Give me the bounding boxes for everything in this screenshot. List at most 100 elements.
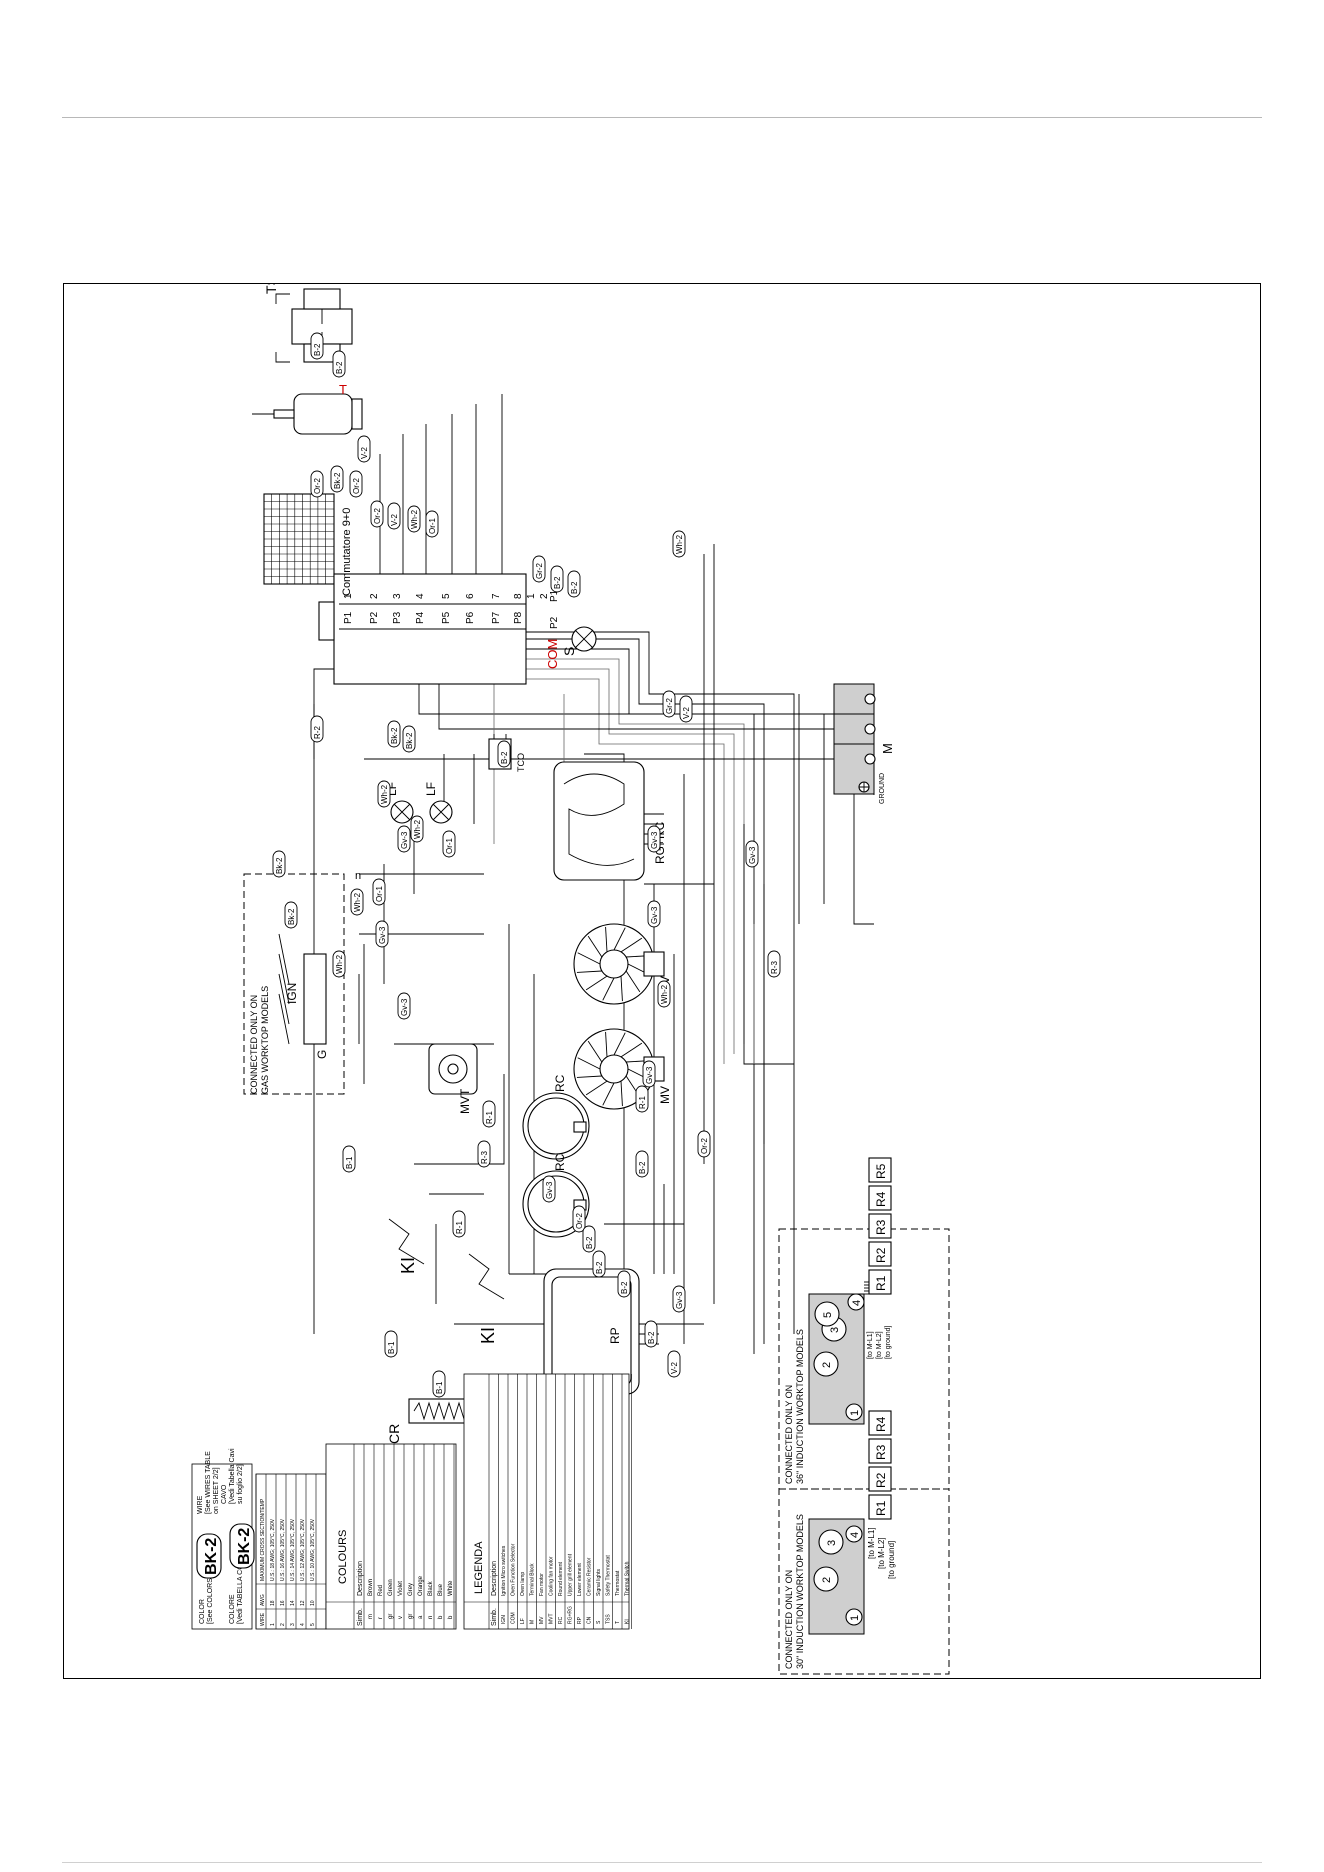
fan-blade [577,1057,601,1070]
wire-tag-wh2f: Wh-2 [332,950,346,978]
wire-tag-text: B-2 [553,576,562,589]
wire-tag-text: Wh-2 [410,509,419,529]
colours-symbol: m [368,1614,374,1619]
thermal-switch-label-2: KI [478,1327,498,1344]
terminal-block: M [833,683,895,795]
colours-symbol: gr [388,1614,394,1619]
legend-desc: Cooling fan motor [549,1556,555,1596]
function-selector-switch: Commutatore 9+0 P11P22P33P44P55P66P77P88… [318,508,560,685]
wire-tag-text: Or-2 [700,1137,709,1154]
colours-desc: Violet [398,1581,404,1596]
wire-tag-wh2d: Wh-2 [377,780,391,808]
induction30-to-label: [to M-L1] [867,1527,876,1559]
wire-tag-r1b: R-1 [452,1210,466,1238]
wire-tag-tss1: B-2 [310,332,324,360]
wire-tag-text: R-3 [770,961,779,974]
induction36-zone-label: 2 [821,1362,833,1368]
legend-symbol: T [615,1621,621,1624]
induction30-zone-label: 2 [821,1577,833,1583]
induction30-relay [868,1438,892,1464]
legend-desc: Ceramic Resistor [587,1557,593,1596]
fan-blade [620,937,643,953]
induction36-zone-label: 4 [851,1300,863,1306]
wire-tag-text: Bk-2 [287,908,296,925]
legend-title: LEGENDA [473,1541,485,1594]
wire-tag-text: B-2 [570,581,579,594]
wire-tag-b2f: B-2 [617,1270,631,1298]
wire-tag-text: B-1 [387,1341,396,1354]
wire-tag-text: B-2 [647,1331,656,1344]
round-elements: RC RC [522,1074,590,1238]
cooling-fan-motor: MVT [428,1043,478,1114]
wire-tag-text: Gv-3 [645,1066,654,1084]
wire-tag-text: B-2 [585,1236,594,1249]
round-element-label-1: RC [553,1074,567,1092]
induction30-zone-4 [845,1525,863,1543]
wire-tag-text: Wh-2 [380,784,389,804]
induction30-to-label: [to M-L2] [877,1537,886,1569]
wire-tag-r1c: R-1 [635,1085,649,1113]
wires-row-awg: 10 [310,1600,316,1606]
wire-tag-text: Wh-2 [353,892,362,912]
com-p2: P2 [549,616,560,629]
wire-tag-text: Gv-3 [545,1181,554,1199]
key-colore-label: COLORE [229,1594,236,1624]
gas-worktop-box: CONNECTED ONLY ON GAS WORKTOP MODELS IGN… [243,870,361,1095]
wire-tag-wh2g: Wh-2 [657,980,671,1008]
thermostat-label: T [339,382,347,397]
footer-rule [62,1862,1262,1863]
legend-desc: Round element [558,1561,564,1596]
induction30-relay [868,1494,892,1520]
legend-desc: Oven lamp [520,1572,526,1596]
key-wire-label: [See WIRES TABLE [205,1451,212,1514]
wire-tag-b2d: B-2 [635,1150,649,1178]
gas-box-line1: CONNECTED ONLY ON [249,995,259,1094]
wires-row-spec: U.S.: 14 AWG; 105°C, 250V [290,1518,296,1581]
wire-tag-text: B-2 [595,1261,604,1274]
switch-contact-6: 6 [465,593,476,599]
colours-symbol: gr [408,1614,414,1619]
colours-symbol: r [378,1617,384,1619]
wire-tag-b1b: B-1 [384,1330,398,1358]
legend-symbol: S [596,1620,602,1624]
induction30-zone-2 [813,1566,839,1592]
ind36-line2: 36" INDUCTION WORKTOP MODELS [795,1329,805,1484]
switch-contact-7: 7 [491,593,502,599]
wire-tag-text: Gr-2 [535,562,544,579]
cooling-fan-label: MVT [458,1088,472,1114]
induction36-zone-1 [845,1403,863,1421]
lower-element: RP [543,1268,659,1395]
wire-tag-b2a: B-2 [550,565,564,593]
key-color-label: [See COLORS TABLE] [207,1553,214,1624]
key-sample-text: BK-2 [203,1538,220,1575]
ceramic-resistor: CR [386,1398,475,1444]
wire-tag-text: Or-1 [445,837,454,854]
wires-row-spec: U.S.: 16 AWG; 105°C, 250V [280,1518,286,1581]
thermal-switches: KI KI [388,1218,505,1344]
colours-desc: Grey [408,1583,414,1596]
wire-tag-text: R-1 [638,1096,647,1109]
wire-tag-b2e: B-2 [582,1225,596,1253]
legend-symbol: RC [558,1616,564,1624]
colours-desc: Red [378,1585,384,1596]
induction30-zone-3 [818,1529,844,1555]
wire-tag-text: B-2 [638,1161,647,1174]
generator-label: G [315,1050,329,1059]
switch-pin-1: P1 [343,611,354,624]
key-cavo-label: su foglio 2/2] [237,1464,244,1504]
wire-tag-text: Gv-3 [650,831,659,849]
legend-symbol: COM [511,1612,517,1624]
wire-tag-text: Gv-3 [748,846,757,864]
switch-pin-7: P7 [491,611,502,624]
key-cavo-label: CAVO [221,1484,228,1504]
key-sample-tag [196,1533,222,1579]
wire-tag-gv3c: Gv-3 [647,900,661,928]
wires-row-awg: 12 [300,1600,306,1606]
thermal-switch-label-1: KI [398,1257,418,1274]
wire-tag-gv3e: Gv-3 [397,992,411,1020]
fan-blade [620,1081,623,1107]
wire-tag-gr2b: Gr-2 [662,690,676,718]
colours-symbol: n [428,1616,434,1619]
induction36-zone-label: 1 [849,1410,861,1416]
